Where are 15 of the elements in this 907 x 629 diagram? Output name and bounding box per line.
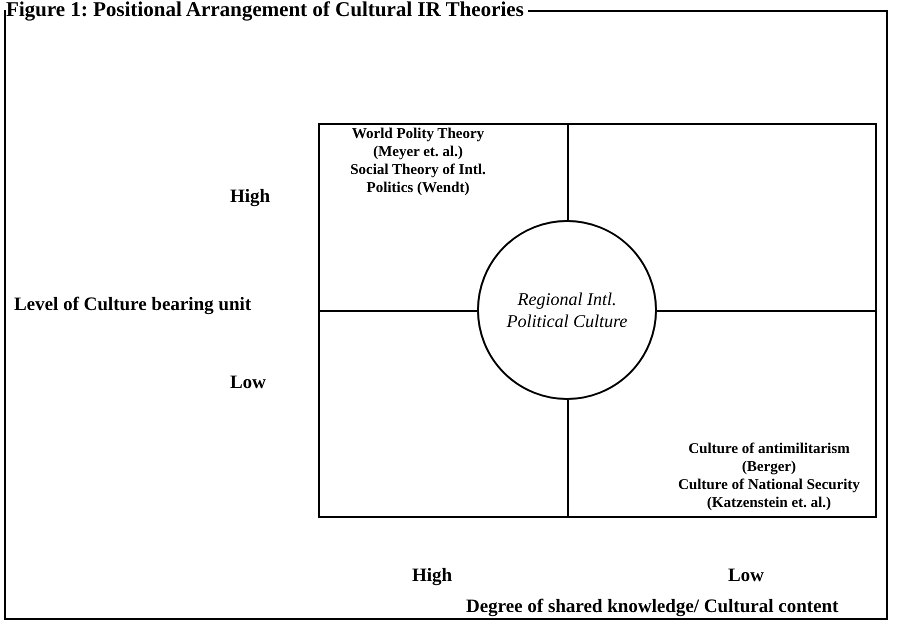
axis-value-label: Low: [230, 372, 266, 394]
axis-title: Degree of shared knowledge/ Cultural content: [466, 596, 838, 618]
circle-text: Regional Intl. Political Culture: [506, 288, 628, 332]
theory-text: Culture of National Security (Katzenstein et. al.): [677, 476, 861, 512]
circle: [477, 220, 657, 400]
quadrant-box: [318, 311, 568, 518]
theory-text: World Polity Theory (Meyer et. al.): [350, 125, 486, 161]
axis-value-label: High: [412, 565, 452, 587]
axis-title: Level of Culture bearing unit: [14, 294, 252, 316]
axis-value-label: High: [230, 186, 270, 208]
axis-value-label: Low: [728, 565, 764, 587]
figure-title: Figure 1: Positional Arrangement of Cultural IR Theories: [6, 0, 528, 22]
theory-text: Social Theory of Intl. Politics (Wendt): [349, 161, 487, 197]
quadrant-box: [568, 311, 877, 518]
theory-text: Culture of antimilitarism (Berger): [687, 440, 851, 476]
